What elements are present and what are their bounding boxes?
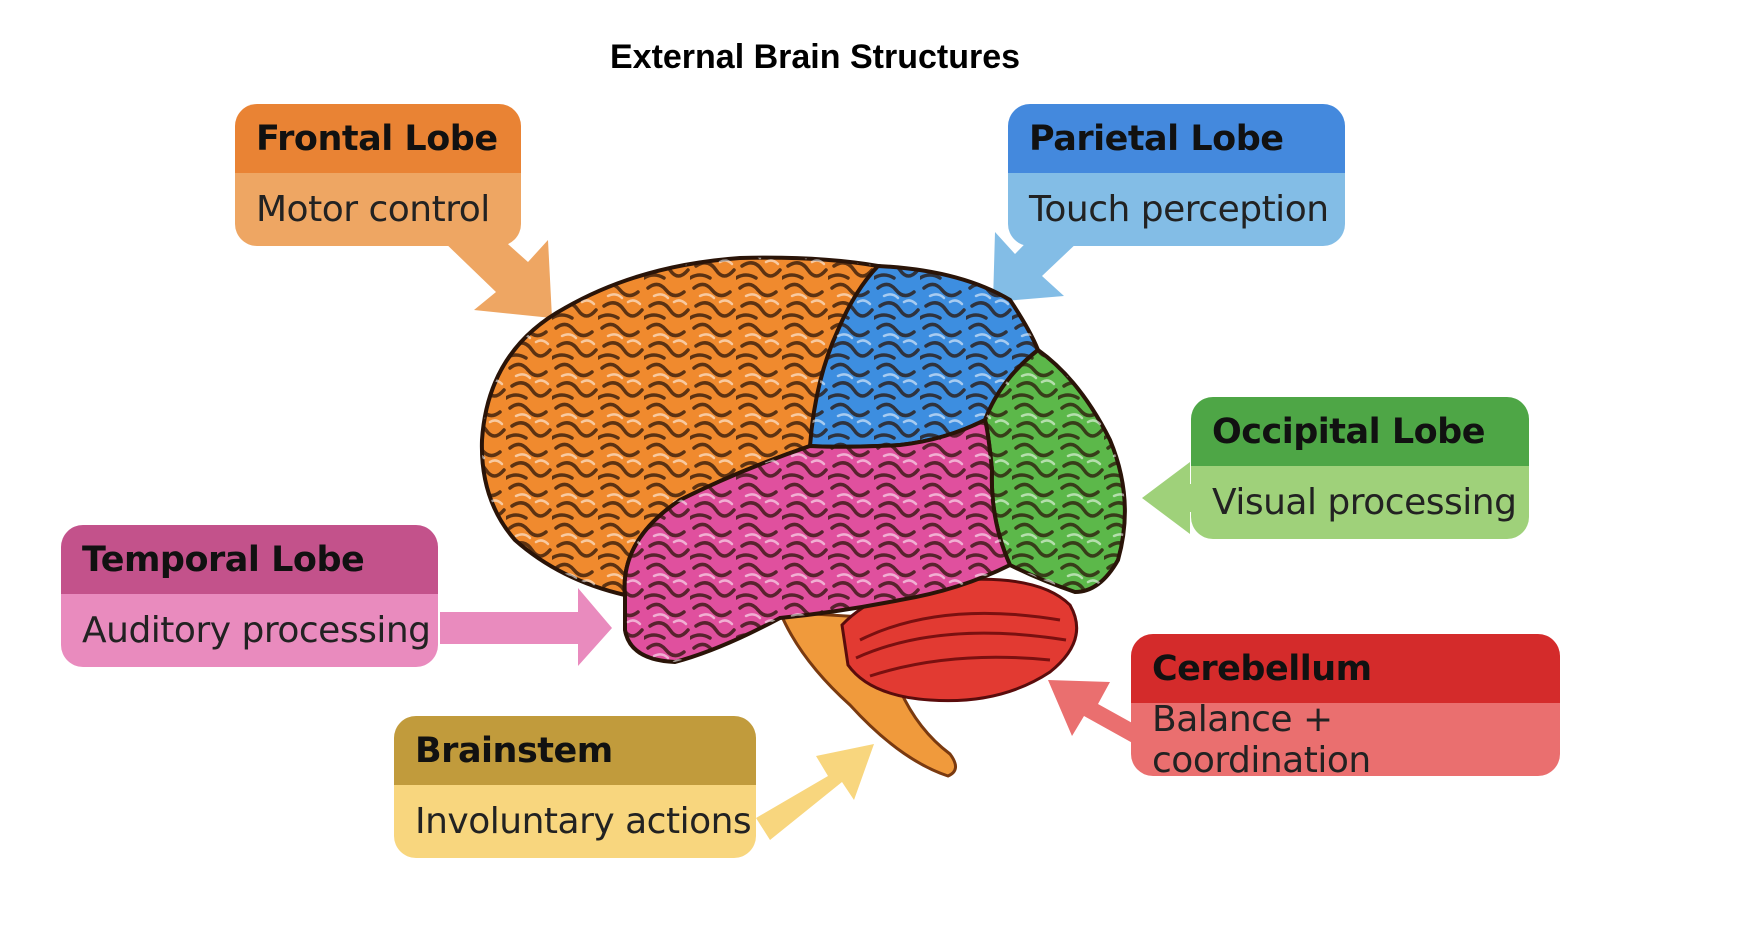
card-brainstem-function: Involuntary actions: [394, 785, 756, 858]
card-parietal-lobe-title: Parietal Lobe: [1008, 104, 1345, 173]
card-brainstem-title: Brainstem: [394, 716, 756, 785]
card-cerebellum-title: Cerebellum: [1131, 634, 1560, 703]
occipital-arrow: [1142, 462, 1205, 534]
brain: [479, 255, 1127, 778]
card-cerebellum: Cerebellum Balance + coordination: [1131, 634, 1560, 776]
card-parietal-lobe-function: Touch perception: [1008, 173, 1345, 246]
card-frontal-lobe-function: Motor control: [235, 173, 521, 246]
card-brainstem: Brainstem Involuntary actions: [394, 716, 756, 858]
card-frontal-lobe-title: Frontal Lobe: [235, 104, 521, 173]
card-occipital-lobe: Occipital Lobe Visual processing: [1191, 397, 1529, 539]
card-occipital-lobe-function: Visual processing: [1191, 466, 1529, 539]
card-temporal-lobe: Temporal Lobe Auditory processing: [61, 525, 438, 667]
temporal-arrow: [440, 588, 612, 666]
brainstem-arrow: [756, 744, 874, 840]
diagram-title: External Brain Structures: [609, 38, 1021, 76]
card-parietal-lobe: Parietal Lobe Touch perception: [1008, 104, 1345, 246]
card-temporal-lobe-title: Temporal Lobe: [61, 525, 438, 594]
card-frontal-lobe: Frontal Lobe Motor control: [235, 104, 521, 246]
card-temporal-lobe-function: Auditory processing: [61, 594, 438, 667]
card-cerebellum-function: Balance + coordination: [1131, 699, 1560, 776]
card-occipital-lobe-title: Occipital Lobe: [1191, 397, 1529, 466]
